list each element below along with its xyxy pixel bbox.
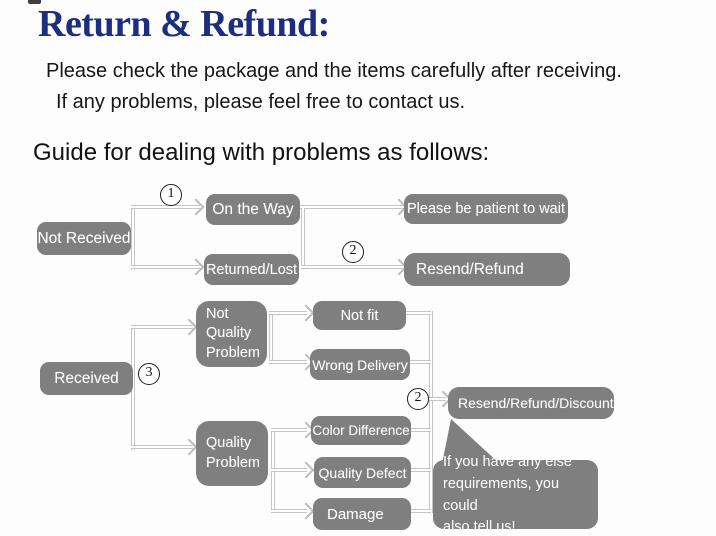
flow-node-not-fit: Not fit [313, 301, 406, 330]
arrow-right-icon [180, 318, 198, 336]
connector-line [429, 311, 433, 513]
connector-line [131, 445, 193, 449]
intro-line-2: If any problems, please feel free to con… [56, 91, 466, 113]
connector-line [301, 265, 404, 269]
page-title: Return & Refund: [38, 3, 330, 45]
arrow-right-icon [187, 258, 205, 276]
flow-node-quality-defect: Quality Defect [314, 457, 411, 488]
arrow-right-icon [297, 461, 315, 479]
connector-line [131, 206, 135, 270]
connector-line [269, 311, 307, 315]
flow-node-be-patient: Please be patient to wait [404, 194, 568, 224]
connector-line [410, 360, 431, 364]
connector-line [301, 208, 305, 269]
flow-node-color-difference: Color Difference [311, 416, 411, 445]
connector-line [271, 468, 307, 472]
bubble-tail [442, 419, 500, 464]
flow-node-wrong-delivery: Wrong Delivery [310, 349, 410, 380]
step-marker-1: 1 [160, 184, 182, 206]
connector-line [411, 468, 431, 472]
flow-node-resend-refund: Resend/Refund [404, 253, 570, 286]
flow-node-on-the-way: On the Way [206, 194, 300, 225]
connector-line [271, 509, 307, 513]
flow-node-not-quality-problem: Not Quality Problem [196, 301, 267, 367]
step-marker-2-bottom: 2 [407, 388, 429, 410]
step-marker-2-top: 2 [342, 241, 364, 263]
connector-line [271, 428, 307, 432]
connector-line [406, 311, 431, 315]
flow-node-received: Received [40, 362, 133, 395]
arrow-right-icon [297, 304, 315, 322]
flow-node-not-received: Not Received [37, 222, 131, 255]
connector-line [269, 360, 307, 364]
flow-node-quality-problem: Quality Problem [196, 421, 268, 486]
connector-line [131, 205, 201, 209]
intro-line-1: Please check the package and the items c… [46, 60, 622, 82]
guide-heading: Guide for dealing with problems as follo… [33, 139, 490, 166]
connector-line [131, 325, 193, 329]
arrow-right-icon [180, 438, 198, 456]
arrow-right-icon [187, 198, 205, 216]
arrow-right-icon [297, 502, 315, 520]
flow-node-resend-refund-discount: Resend/Refund/Discount [448, 387, 614, 419]
connector-line [411, 509, 431, 513]
step-marker-3: 3 [138, 363, 160, 385]
flow-node-returned-lost: Returned/Lost [204, 254, 299, 285]
connector-line [429, 397, 446, 401]
note-bubble: If you have any else requirements, you c… [433, 454, 598, 535]
scan-artifact-mark [28, 0, 41, 4]
connector-line [269, 311, 273, 363]
connector-line [131, 265, 201, 269]
flow-node-damage: Damage [313, 498, 411, 530]
connector-line [299, 205, 404, 209]
connector-line [411, 428, 431, 432]
